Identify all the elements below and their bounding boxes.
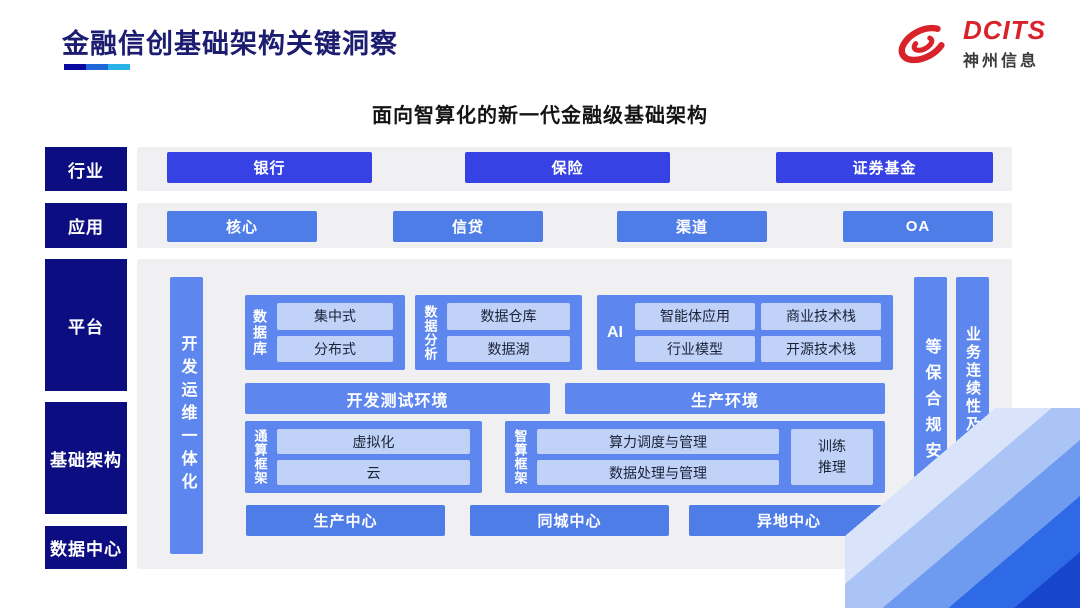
corner-decoration [845, 408, 1080, 608]
title-underline [64, 64, 130, 70]
industry-box-insurance: 保险 [465, 152, 670, 183]
ai-compute-group: 智算框架 算力调度与管理 数据处理与管理 训练 推理 [505, 421, 885, 493]
train-line: 训练 [818, 438, 846, 454]
logo-brand-cn: 神州信息 [963, 52, 1040, 70]
ai-box-commercial-stack: 商业技术栈 [761, 303, 881, 330]
analytics-box-warehouse: 数据仓库 [447, 303, 570, 330]
logo-text: DCITS 神州信息 [963, 17, 1046, 70]
ai-box-agent-apps: 智能体应用 [635, 303, 755, 330]
logo-brand: DCITS [963, 15, 1046, 46]
ai-group-label: AI [607, 323, 623, 341]
row-label-application: 应用 [45, 203, 127, 248]
app-box-core: 核心 [167, 211, 317, 242]
center-box-same-city: 同城中心 [470, 505, 669, 536]
industry-box-securities: 证券基金 [776, 152, 993, 183]
analytics-box-lake: 数据湖 [447, 335, 570, 362]
devops-vertical-bar-label: 开发运维一体化 [178, 335, 196, 496]
company-logo: DCITS 神州信息 [891, 16, 1046, 72]
production-env-bar: 生产环境 [565, 383, 885, 414]
row-label-datacenter: 数据中心 [45, 526, 127, 569]
ai-compute-group-label: 智算框架 [512, 429, 528, 485]
database-box-distributed: 分布式 [277, 335, 393, 362]
ai-compute-box-data-processing: 数据处理与管理 [537, 460, 779, 485]
general-compute-group-label: 通算框架 [252, 429, 268, 485]
database-group-label: 数据库 [252, 308, 268, 357]
general-compute-group: 通算框架 虚拟化 云 [245, 421, 482, 493]
devops-vertical-bar: 开发运维一体化 [170, 277, 203, 554]
page-title: 金融信创基础架构关键洞察 [62, 29, 398, 59]
row-label-infrastructure: 基础架构 [45, 402, 127, 514]
diagram-title: 面向智算化的新一代金融级基础架构 [372, 105, 708, 127]
dcits-swirl-icon [898, 24, 948, 64]
analytics-group: 数据分析 数据仓库 数据湖 [415, 295, 582, 370]
analytics-group-label: 数据分析 [422, 304, 438, 361]
row-label-platform: 平台 [45, 259, 127, 391]
app-box-credit: 信贷 [393, 211, 543, 242]
ai-compute-box-scheduling: 算力调度与管理 [537, 429, 779, 454]
general-compute-box-cloud: 云 [277, 460, 470, 485]
row-label-industry: 行业 [45, 147, 127, 191]
general-compute-box-virtualization: 虚拟化 [277, 429, 470, 454]
ai-group: AI 智能体应用 商业技术栈 行业模型 开源技术栈 [597, 295, 893, 370]
database-group: 数据库 集中式 分布式 [245, 295, 405, 370]
database-box-centralized: 集中式 [277, 303, 393, 330]
center-box-production: 生产中心 [246, 505, 445, 536]
dev-test-env-bar: 开发测试环境 [245, 383, 550, 414]
app-box-channel: 渠道 [617, 211, 767, 242]
ai-box-industry-models: 行业模型 [635, 335, 755, 362]
industry-box-bank: 银行 [167, 152, 372, 183]
ai-box-opensource-stack: 开源技术栈 [761, 335, 881, 362]
app-box-oa: OA [843, 211, 993, 242]
infer-line: 推理 [818, 459, 846, 475]
